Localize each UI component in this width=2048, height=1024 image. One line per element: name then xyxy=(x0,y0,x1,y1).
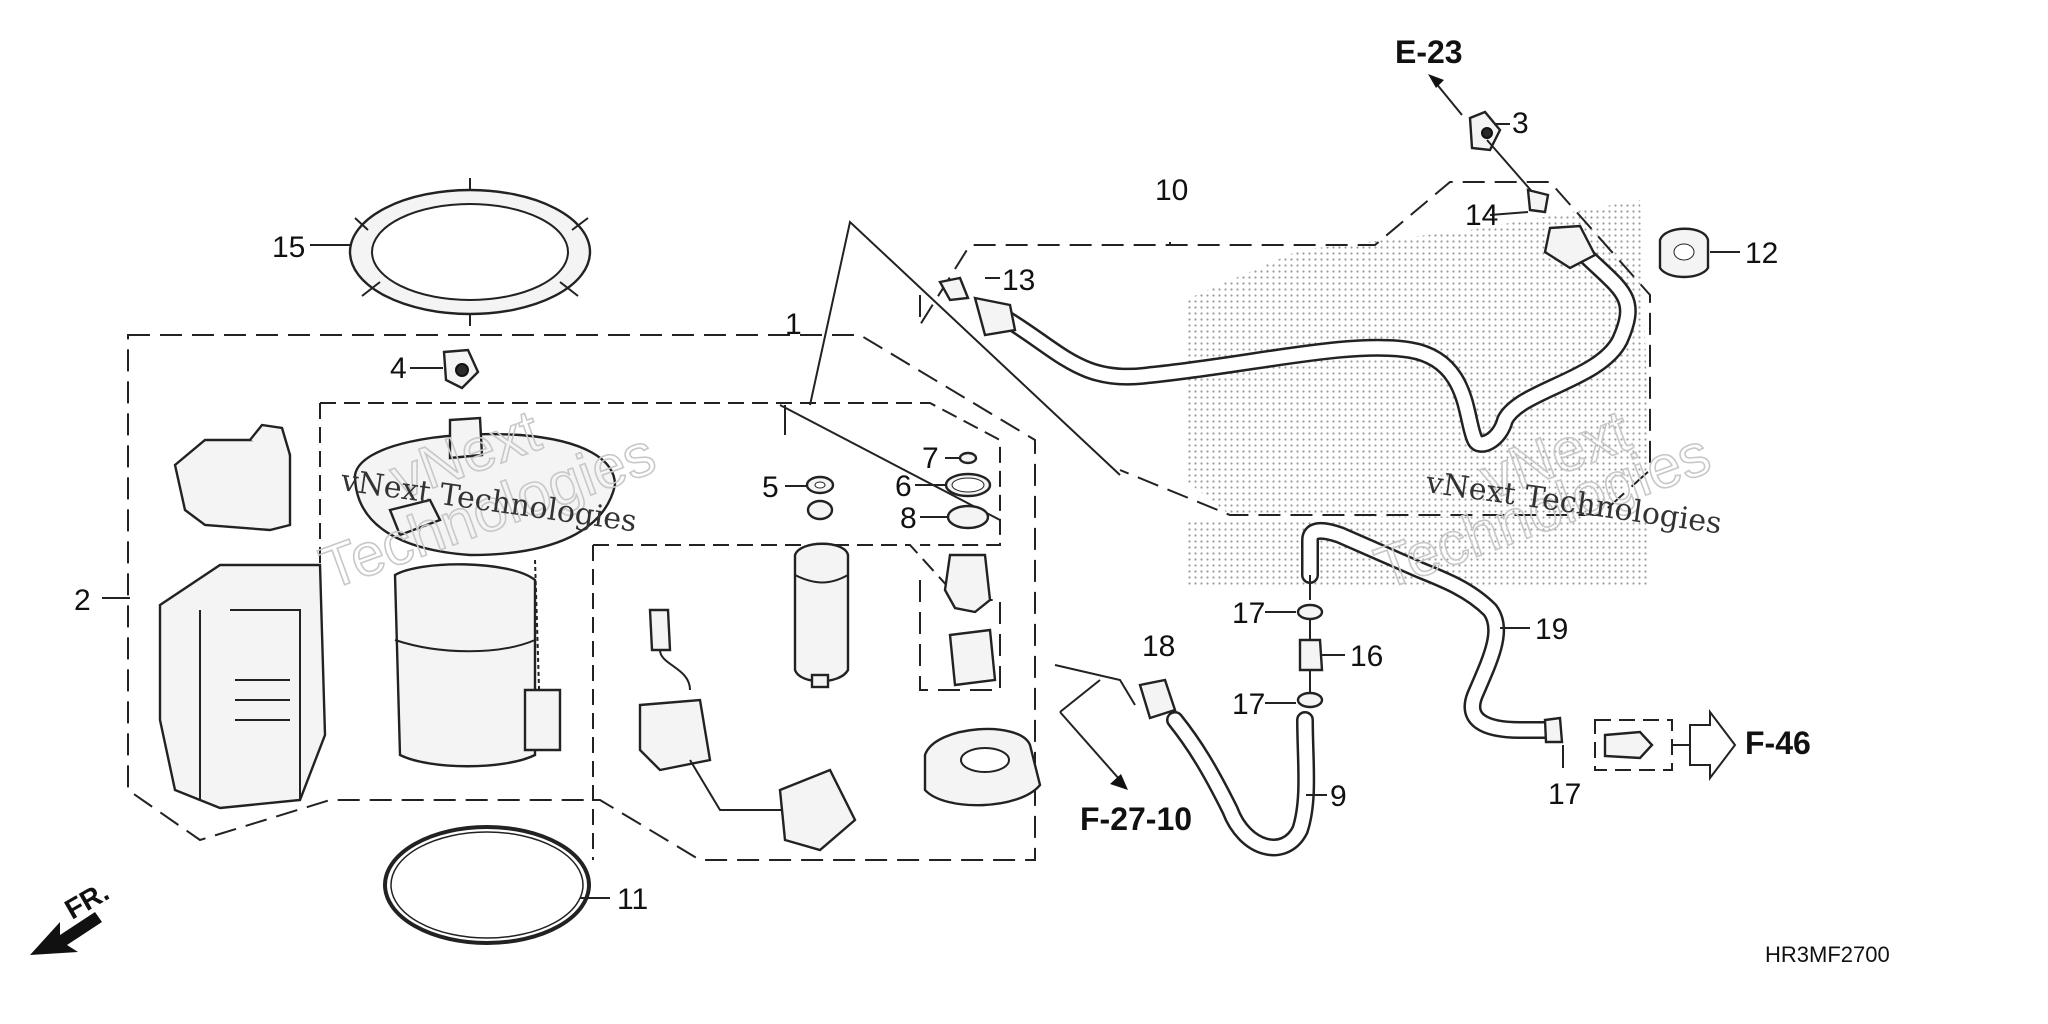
callout-11: 11 xyxy=(617,883,648,916)
front-label: FR. xyxy=(60,876,115,925)
ref-e-23: E-23 xyxy=(1395,34,1463,70)
reference-arrows xyxy=(30,74,1737,955)
callout-3: 3 xyxy=(1512,107,1529,140)
callout-6: 6 xyxy=(895,470,912,503)
callout-7: 7 xyxy=(922,442,939,475)
callout-14: 14 xyxy=(1465,199,1498,232)
callout-1: 1 xyxy=(785,308,802,341)
small-seals xyxy=(805,451,992,530)
callout-10: 10 xyxy=(1155,174,1188,207)
callout-17-lower: 17 xyxy=(1548,778,1581,811)
part-19-vapor-tube xyxy=(1301,521,1654,760)
part-4-grommet xyxy=(442,348,480,390)
leader-lines xyxy=(779,220,1136,713)
part-2-pump-housing xyxy=(158,423,327,810)
part-12-cushion xyxy=(1658,227,1710,279)
part-1-fuel-pump-module xyxy=(353,416,617,768)
ref-f-46: F-46 xyxy=(1745,725,1811,761)
fittings xyxy=(1138,575,1324,720)
fuel-level-sender xyxy=(638,608,857,852)
part-10-fuel-feed-hose xyxy=(973,224,1637,453)
callout-16: 16 xyxy=(1350,640,1383,673)
callout-8: 8 xyxy=(900,502,917,535)
callout-9: 9 xyxy=(1330,780,1347,813)
callout-12: 12 xyxy=(1745,237,1778,270)
callout-numbers: 1 2 3 4 5 6 7 8 9 10 11 12 13 14 15 16 1… xyxy=(74,107,1778,916)
callout-13: 13 xyxy=(1002,264,1035,297)
pressure-regulator xyxy=(943,553,997,687)
part-11-o-ring xyxy=(383,825,591,945)
callout-4: 4 xyxy=(390,352,407,385)
callout-17-upper: 17 xyxy=(1232,597,1265,630)
fuel-pump-motor xyxy=(793,542,850,689)
ref-f-27-10: F-27-10 xyxy=(1080,801,1192,837)
part-9-hose xyxy=(1166,711,1316,857)
callout-15: 15 xyxy=(272,231,305,264)
callout-17-middle: 17 xyxy=(1232,688,1265,721)
part-15-lock-ring xyxy=(348,178,592,326)
callout-5: 5 xyxy=(762,471,779,504)
callout-2: 2 xyxy=(74,584,91,617)
filter-cap xyxy=(923,727,1042,807)
callout-18: 18 xyxy=(1142,630,1175,663)
callout-leaders xyxy=(102,123,1740,899)
clips xyxy=(938,110,1550,302)
diagram-code: HR3MF2700 xyxy=(1765,942,1890,967)
callout-19: 19 xyxy=(1535,613,1568,646)
